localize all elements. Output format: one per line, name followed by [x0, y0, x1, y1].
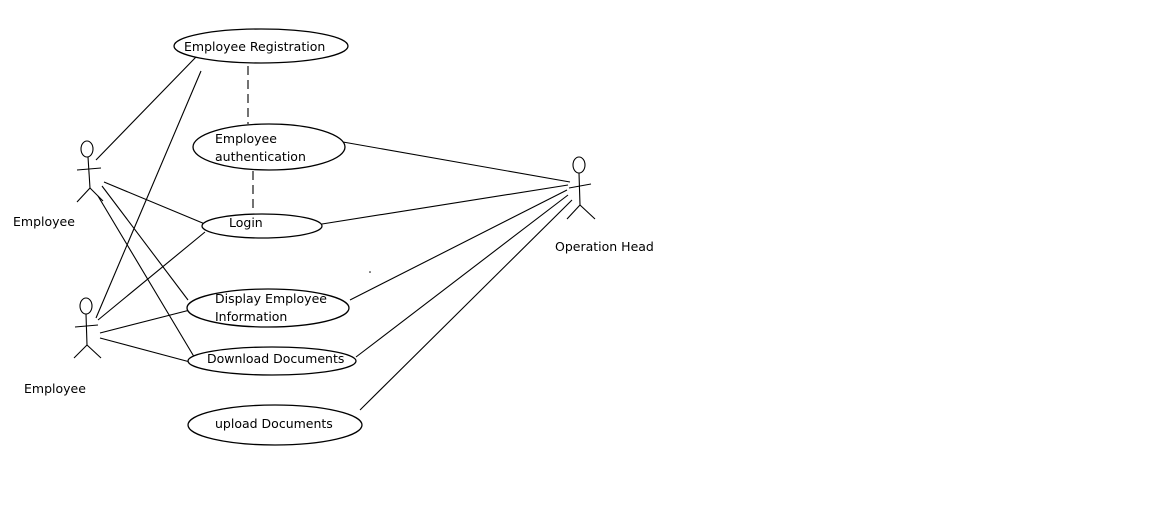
use-case-download-documents: Download Documents	[187, 346, 357, 376]
actor-label: Operation Head	[555, 239, 654, 254]
use-case-label: authentication	[215, 149, 306, 164]
use-case-label: Display Employee	[215, 291, 327, 306]
use-case-label: Information	[215, 309, 287, 324]
use-case-label: Employee Registration	[184, 39, 325, 54]
actor-employee-bottom: Employee	[24, 297, 102, 396]
associations	[95, 56, 573, 411]
use-case-upload-documents: upload Documents	[187, 404, 363, 446]
association-line	[321, 184, 569, 225]
association-line	[97, 231, 206, 321]
use-case-label: Employee	[215, 131, 277, 146]
use-case-login: Login	[201, 213, 323, 239]
stick-figure-icon	[76, 140, 104, 203]
association-line	[103, 181, 206, 225]
use-case-label: Download Documents	[207, 351, 344, 366]
actor-employee-top: Employee	[13, 140, 104, 229]
association-line	[99, 309, 191, 334]
association-line	[342, 141, 571, 183]
dependencies	[247, 66, 254, 213]
stick-figure-icon	[73, 297, 102, 359]
association-line	[97, 195, 197, 361]
stray-dot	[369, 271, 371, 273]
actor-label: Employee	[24, 381, 86, 396]
association-line	[355, 194, 569, 358]
stick-figure-icon	[566, 156, 596, 220]
association-line	[95, 56, 197, 161]
association-line	[101, 185, 189, 301]
use-case-employee-authentication: Employee authentication	[192, 123, 346, 171]
actors: Employee Employee Operation Head	[13, 140, 654, 396]
association-line	[359, 199, 573, 411]
use-case-label: Login	[229, 215, 263, 230]
use-case-label: upload Documents	[215, 416, 333, 431]
use-case-employee-registration: Employee Registration	[173, 28, 349, 64]
association-line	[349, 189, 568, 301]
use-case-display-employee-information: Display Employee Information	[186, 288, 350, 328]
actor-operation-head: Operation Head	[555, 156, 654, 254]
use-cases: Employee Registration Employee authentic…	[173, 28, 363, 446]
association-line	[99, 337, 191, 363]
association-line	[95, 70, 202, 319]
actor-label: Employee	[13, 214, 75, 229]
